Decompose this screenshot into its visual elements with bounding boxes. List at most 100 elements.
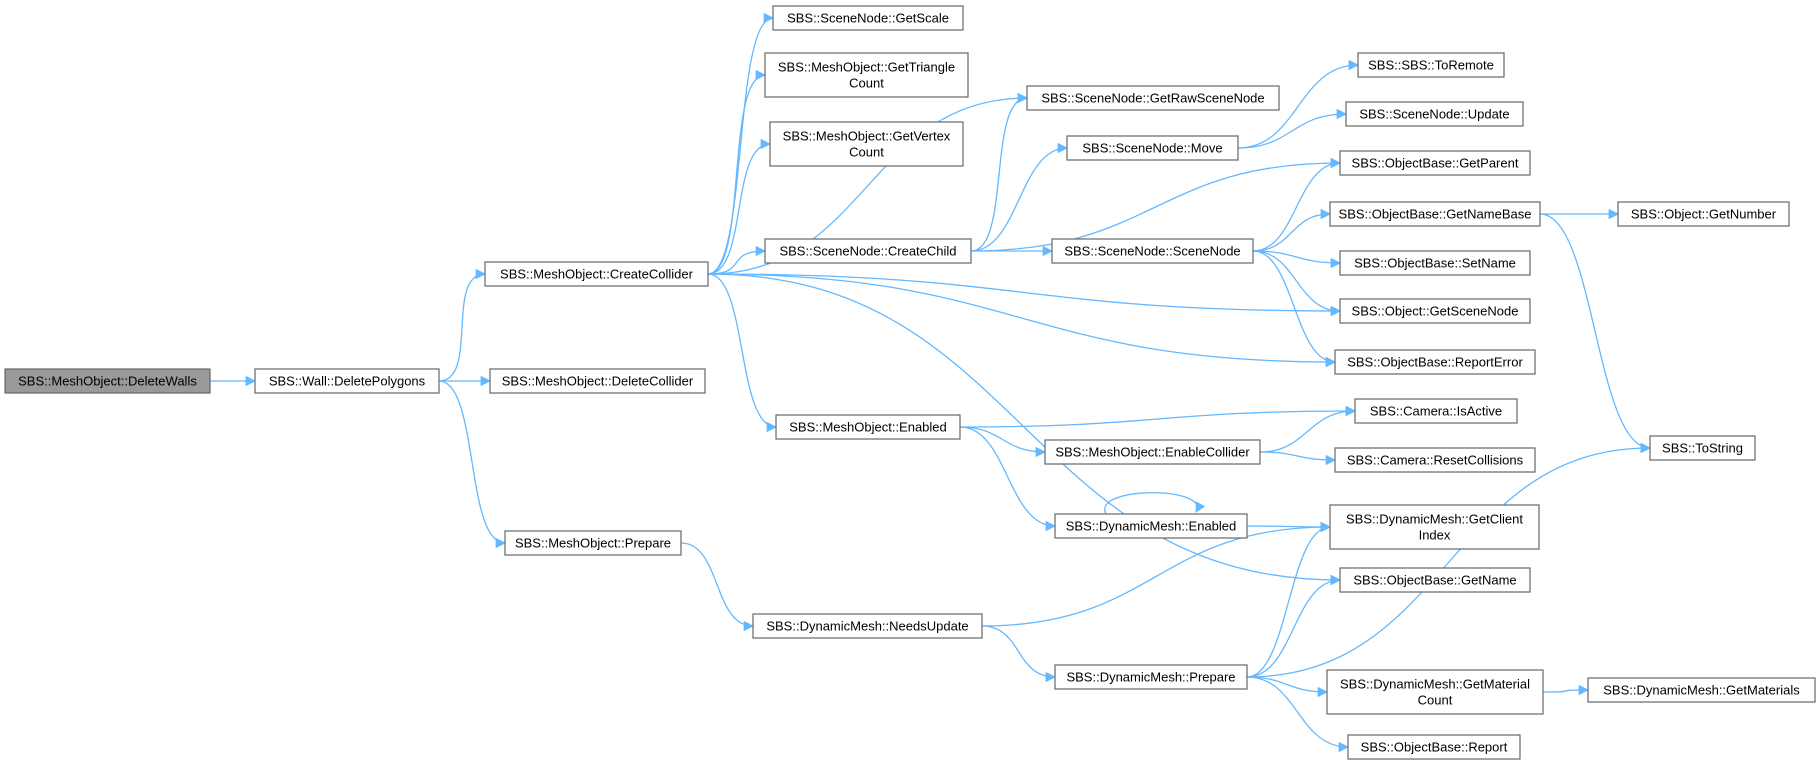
node-box[interactable] bbox=[772, 5, 964, 31]
node-label: SBS::MeshObject::Enabled bbox=[789, 420, 947, 435]
node-reportError[interactable]: SBS::ObjectBase::ReportError bbox=[1334, 349, 1536, 375]
node-enableCollider[interactable]: SBS::MeshObject::EnableCollider bbox=[1044, 439, 1261, 465]
node-label: Count bbox=[849, 76, 884, 91]
node-label: SBS::Wall::DeletePolygons bbox=[269, 374, 426, 389]
edge-enableCollider-to-resetCollisions bbox=[1259, 451, 1337, 466]
node-box[interactable] bbox=[1334, 447, 1536, 473]
node-setName[interactable]: SBS::ObjectBase::SetName bbox=[1339, 250, 1531, 276]
node-box[interactable] bbox=[489, 368, 706, 394]
node-label: SBS::Object::GetNumber bbox=[1631, 207, 1777, 222]
node-box[interactable] bbox=[752, 613, 983, 639]
edge-snSceneNode-to-setName bbox=[1252, 250, 1342, 269]
edge-snMove-to-toRemote bbox=[1237, 59, 1360, 149]
node-box[interactable] bbox=[1026, 85, 1280, 111]
edge-createCollider-to-getSceneNode bbox=[707, 273, 1342, 317]
edge-snSceneNode-to-reportError bbox=[1252, 250, 1337, 368]
node-dmPrepare[interactable]: SBS::DynamicMesh::Prepare bbox=[1054, 664, 1248, 690]
node-needsUpdate[interactable]: SBS::DynamicMesh::NeedsUpdate bbox=[752, 613, 983, 639]
node-deletePolygons[interactable]: SBS::Wall::DeletePolygons bbox=[254, 368, 440, 394]
node-dmEnabled[interactable]: SBS::DynamicMesh::Enabled bbox=[1054, 513, 1248, 539]
node-box[interactable] bbox=[1339, 150, 1531, 176]
node-label: SBS::SceneNode::GetRawSceneNode bbox=[1041, 91, 1264, 106]
node-label: SBS::DynamicMesh::Enabled bbox=[1066, 519, 1237, 534]
node-box[interactable] bbox=[1357, 52, 1505, 78]
node-box[interactable] bbox=[1339, 250, 1531, 276]
node-box[interactable] bbox=[1345, 101, 1524, 127]
node-box[interactable] bbox=[1054, 513, 1248, 539]
edge-createChild-to-getParent bbox=[970, 157, 1342, 252]
node-box[interactable] bbox=[764, 52, 969, 98]
node-box[interactable] bbox=[1326, 669, 1544, 715]
node-moPrepare[interactable]: SBS::MeshObject::Prepare bbox=[504, 530, 682, 556]
node-createChild[interactable]: SBS::SceneNode::CreateChild bbox=[764, 238, 972, 264]
node-snMove[interactable]: SBS::SceneNode::Move bbox=[1066, 135, 1239, 161]
node-report[interactable]: SBS::ObjectBase::Report bbox=[1347, 734, 1521, 760]
node-label: SBS::DynamicMesh::NeedsUpdate bbox=[766, 619, 968, 634]
edge-snSceneNode-to-getSceneNode bbox=[1252, 250, 1342, 317]
node-label: SBS::Camera::IsActive bbox=[1370, 404, 1502, 419]
node-box[interactable] bbox=[1329, 504, 1540, 550]
node-box[interactable] bbox=[1347, 734, 1521, 760]
node-box[interactable] bbox=[1587, 677, 1816, 703]
node-getSceneNode[interactable]: SBS::Object::GetSceneNode bbox=[1339, 298, 1531, 324]
node-box[interactable] bbox=[1617, 201, 1790, 227]
node-box[interactable] bbox=[4, 368, 211, 394]
node-label: SBS::DynamicMesh::GetMaterial bbox=[1340, 677, 1530, 692]
node-toString[interactable]: SBS::ToString bbox=[1649, 435, 1756, 461]
edge-deletePolygons-to-moPrepare bbox=[438, 380, 507, 549]
node-label: SBS::ObjectBase::Report bbox=[1361, 740, 1508, 755]
node-getNumber[interactable]: SBS::Object::GetNumber bbox=[1617, 201, 1790, 227]
node-label: Count bbox=[1418, 693, 1453, 708]
node-box[interactable] bbox=[1054, 664, 1248, 690]
edge-dmPrepare-to-getName bbox=[1246, 574, 1342, 678]
node-snUpdate[interactable]: SBS::SceneNode::Update bbox=[1345, 101, 1524, 127]
edges-layer bbox=[210, 12, 1652, 753]
node-toRemote[interactable]: SBS::SBS::ToRemote bbox=[1357, 52, 1505, 78]
edge-createCollider-to-moEnabled bbox=[707, 273, 778, 433]
node-box[interactable] bbox=[1339, 298, 1531, 324]
node-box[interactable] bbox=[1339, 567, 1531, 593]
edge-dmPrepare-to-getMaterialCount bbox=[1246, 676, 1329, 698]
node-getNameBase[interactable]: SBS::ObjectBase::GetNameBase bbox=[1329, 201, 1541, 227]
node-label: SBS::DynamicMesh::GetMaterials bbox=[1603, 683, 1800, 698]
node-getName[interactable]: SBS::ObjectBase::GetName bbox=[1339, 567, 1531, 593]
node-box[interactable] bbox=[1066, 135, 1239, 161]
node-box[interactable] bbox=[1649, 435, 1756, 461]
node-box[interactable] bbox=[1329, 201, 1541, 227]
node-label: SBS::ObjectBase::SetName bbox=[1354, 256, 1516, 271]
node-box[interactable] bbox=[504, 530, 682, 556]
node-getScale[interactable]: SBS::SceneNode::GetScale bbox=[772, 5, 964, 31]
edge-createCollider-to-getName bbox=[707, 273, 1342, 586]
node-box[interactable] bbox=[254, 368, 440, 394]
node-label: SBS::MeshObject::DeleteCollider bbox=[502, 374, 694, 389]
edge-dmPrepare-to-report bbox=[1246, 676, 1350, 753]
node-box[interactable] bbox=[484, 261, 709, 287]
node-snSceneNode[interactable]: SBS::SceneNode::SceneNode bbox=[1051, 238, 1254, 264]
node-box[interactable] bbox=[764, 238, 972, 264]
node-getParent[interactable]: SBS::ObjectBase::GetParent bbox=[1339, 150, 1531, 176]
node-box[interactable] bbox=[775, 414, 961, 440]
node-box[interactable] bbox=[1354, 398, 1518, 424]
node-moEnabled[interactable]: SBS::MeshObject::Enabled bbox=[775, 414, 961, 440]
edge-createCollider-to-getScale bbox=[707, 12, 775, 275]
node-box[interactable] bbox=[1044, 439, 1261, 465]
node-createCollider[interactable]: SBS::MeshObject::CreateCollider bbox=[484, 261, 709, 287]
node-isActive[interactable]: SBS::Camera::IsActive bbox=[1354, 398, 1518, 424]
node-label: Index bbox=[1419, 528, 1451, 543]
edge-dmEnabled-to-dmEnabled bbox=[1104, 492, 1206, 515]
node-box[interactable] bbox=[1051, 238, 1254, 264]
node-box[interactable] bbox=[769, 121, 964, 167]
node-box[interactable] bbox=[1334, 349, 1536, 375]
node-label: SBS::SceneNode::GetScale bbox=[787, 11, 949, 26]
node-resetCollisions[interactable]: SBS::Camera::ResetCollisions bbox=[1334, 447, 1536, 473]
node-getMaterials[interactable]: SBS::DynamicMesh::GetMaterials bbox=[1587, 677, 1816, 703]
node-deleteCollider[interactable]: SBS::MeshObject::DeleteCollider bbox=[489, 368, 706, 394]
node-getRawSceneNode[interactable]: SBS::SceneNode::GetRawSceneNode bbox=[1026, 85, 1280, 111]
node-deleteWalls[interactable]: SBS::MeshObject::DeleteWalls bbox=[4, 368, 211, 394]
node-label: SBS::SceneNode::Move bbox=[1082, 141, 1222, 156]
